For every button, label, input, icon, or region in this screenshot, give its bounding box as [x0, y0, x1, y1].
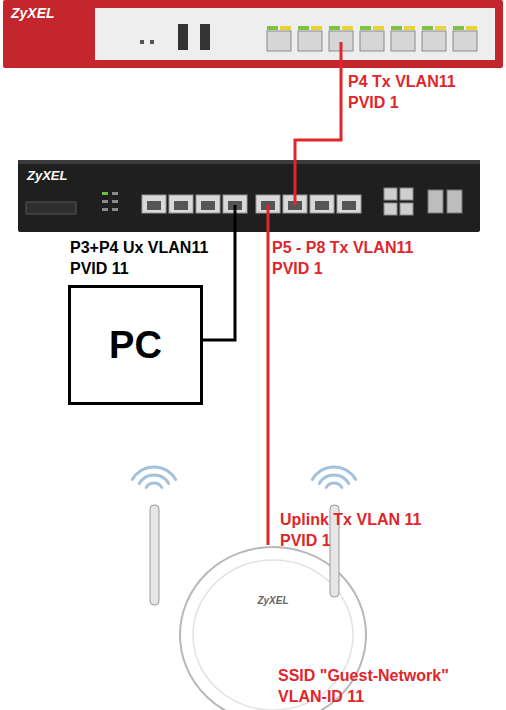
ethernet-port — [329, 31, 353, 51]
node-title: PC — [71, 288, 200, 402]
brand-logo: ZyXEL — [27, 168, 67, 183]
port-config-label: SSID "Guest-Network" VLAN-ID 11 — [278, 665, 483, 707]
port-config-label: P5 - P8 Tx VLAN11 PVID 1 — [272, 237, 432, 279]
firewall-faceplate — [95, 8, 495, 60]
wifi-signal — [312, 467, 355, 480]
usb-slot — [178, 24, 188, 50]
ethernet-port — [337, 195, 361, 213]
network-cable — [295, 68, 341, 160]
ethernet-port — [298, 31, 322, 51]
port-led — [422, 26, 433, 30]
brand-logo: ZyXEL — [178, 595, 368, 606]
port-led — [466, 26, 477, 30]
port-led — [391, 26, 402, 30]
port-socket — [174, 201, 188, 210]
wifi-signal — [319, 475, 348, 484]
wifi-signal — [132, 467, 175, 480]
port-led — [342, 26, 353, 30]
ethernet-port — [453, 31, 477, 51]
port-socket — [261, 201, 275, 210]
switch-top-edge — [18, 160, 480, 164]
status-led — [112, 208, 118, 211]
ethernet-port — [196, 195, 220, 213]
status-led — [112, 192, 118, 195]
patch-cable — [340, 42, 343, 68]
status-led — [140, 40, 144, 44]
wifi-signal — [146, 483, 162, 488]
port-led — [298, 26, 309, 30]
access-point-outline — [178, 545, 368, 710]
brand-logo: ZyXEL — [11, 5, 55, 21]
patch-cable — [294, 160, 297, 205]
ethernet-port — [256, 195, 280, 213]
antenna — [150, 505, 159, 605]
sfp-slot — [447, 190, 462, 213]
usb-slot — [200, 24, 210, 50]
port-led — [404, 26, 415, 30]
port-led — [280, 26, 291, 30]
patch-cable — [234, 205, 237, 232]
switch-badge — [26, 202, 76, 214]
status-led — [150, 40, 154, 44]
port-config-label: P4 Tx VLAN11 PVID 1 — [348, 71, 473, 113]
sfp-slot — [428, 190, 443, 213]
port-socket — [228, 201, 242, 210]
port-config-label: Uplink Tx VLAN 11 PVID 1 — [280, 509, 445, 551]
port-socket — [288, 201, 302, 210]
port-led — [453, 26, 464, 30]
console-port — [384, 203, 397, 215]
pc-box: PC — [68, 285, 203, 405]
ethernet-port — [422, 31, 446, 51]
access-point: ZyXEL — [178, 545, 368, 710]
port-led — [435, 26, 446, 30]
patch-cable — [267, 205, 270, 232]
console-port — [384, 188, 397, 200]
ethernet-port — [310, 195, 334, 213]
ethernet-port — [169, 195, 193, 213]
console-port — [400, 203, 413, 215]
status-led — [102, 208, 108, 211]
port-socket — [147, 201, 161, 210]
access-point-ring — [193, 560, 353, 710]
port-led — [267, 26, 278, 30]
ethernet-port — [267, 31, 291, 51]
port-led — [329, 26, 340, 30]
firewall-device: ZyXEL — [3, 0, 503, 68]
network-cable — [267, 232, 270, 545]
wifi-signal — [139, 475, 168, 484]
wifi-signal — [326, 483, 342, 487]
access-point-body — [180, 547, 366, 710]
port-socket — [315, 201, 329, 210]
port-socket — [342, 201, 356, 210]
ethernet-port — [223, 195, 247, 213]
port-led — [373, 26, 384, 30]
ethernet-port — [142, 195, 166, 213]
ethernet-port — [391, 31, 415, 51]
ethernet-port — [360, 31, 384, 51]
port-socket — [201, 201, 215, 210]
status-led — [112, 200, 118, 203]
port-led — [311, 26, 322, 30]
port-config-label: P3+P4 Ux VLAN11 PVID 11 — [70, 237, 220, 279]
port-led — [360, 26, 371, 30]
ethernet-port — [283, 195, 307, 213]
console-port — [400, 188, 413, 200]
switch-device: ZyXEL — [18, 160, 480, 232]
status-led — [102, 200, 108, 203]
status-led — [102, 192, 108, 195]
